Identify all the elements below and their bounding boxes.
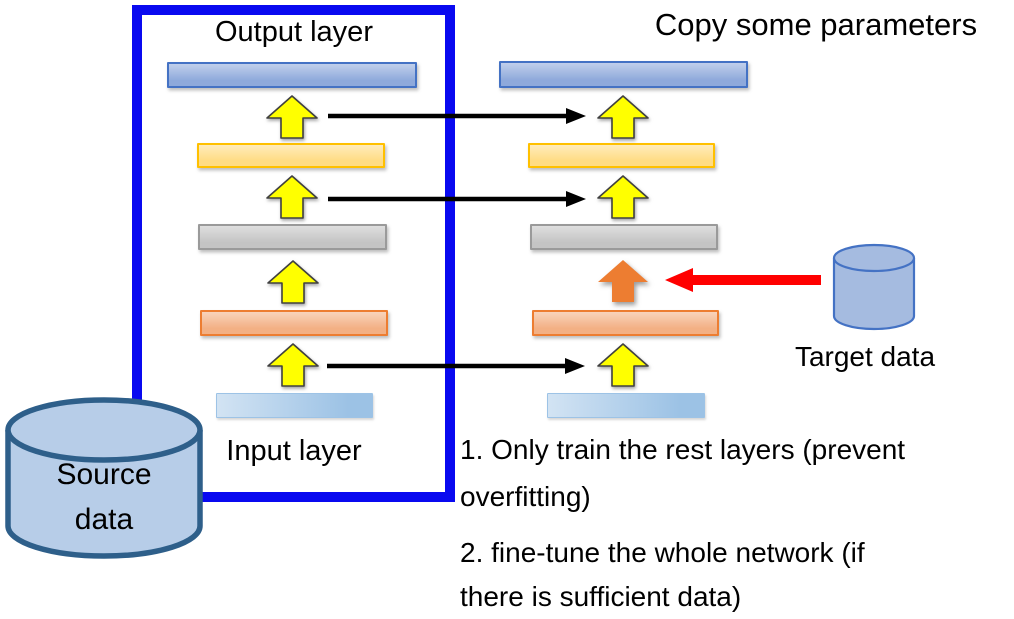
up-arrow-shape [266,175,318,219]
note-train-rest-layers: 1. Only train the rest layers (prevent o… [460,426,1014,520]
copy-arrow-icon [327,358,585,374]
target-data-label: Target data [794,341,936,372]
up-arrow-icon [267,343,319,387]
target-cylinder-body [832,258,916,331]
note-fine-tune: 2. fine-tune the whole network (if there… [460,531,1014,619]
up-arrow-icon [266,175,318,219]
source-input-layer-bar [216,393,373,418]
transfer-arrow-icon [665,268,821,292]
source-data-label-line: data [74,503,134,536]
source-cylinder-body [5,430,203,559]
note-line: overfitting) [460,481,591,512]
up-arrow-icon [267,260,319,304]
orange-up-arrow-shape [598,260,648,302]
output-layer-label: Output layer [215,16,373,48]
up-arrow-icon [266,95,318,139]
up-arrow-shape [597,175,649,219]
copy-arrow-head [566,191,586,207]
transfer-arrow-shape [665,268,821,292]
source-hidden-layer-3-bar [197,143,385,168]
source-data-label: Source data [4,452,204,542]
up-arrow-icon [597,95,649,139]
copy-arrow-icon [328,108,586,124]
copy-arrow-head [566,108,586,124]
up-arrow-shape [597,95,649,139]
note-line: there is sufficient data) [460,581,742,612]
source-hidden-layer-1-bar [200,310,388,336]
target-cylinder-top [832,243,916,273]
target-input-layer-bar [547,393,705,418]
copy-arrow-icon [328,191,586,207]
up-arrow-shape [266,95,318,139]
target-output-layer-bar [499,61,748,88]
target-database-icon [832,243,916,331]
target-hidden-layer-2-bar [530,224,718,250]
up-arrow-icon [597,175,649,219]
up-arrow-shape [267,343,319,387]
up-arrow-shape [267,260,319,304]
diagram-title: Copy some parameters [654,7,978,42]
source-network-box [132,5,455,502]
copy-arrow-head [565,358,585,374]
source-database-icon [5,397,203,559]
note-line: 1. Only train the rest layers (prevent [460,434,906,465]
target-hidden-layer-3-bar [528,143,715,168]
source-data-label-line: Source [56,458,152,491]
input-layer-label: Input layer [226,435,362,467]
source-hidden-layer-2-bar [198,224,387,250]
source-cylinder-top [5,397,203,463]
target-hidden-layer-1-bar [532,310,719,336]
up-arrow-icon [597,343,649,387]
orange-up-arrow-icon [598,260,648,302]
source-output-layer-bar [167,62,417,88]
note-line: 2. fine-tune the whole network (if [460,537,865,568]
up-arrow-shape [597,343,649,387]
